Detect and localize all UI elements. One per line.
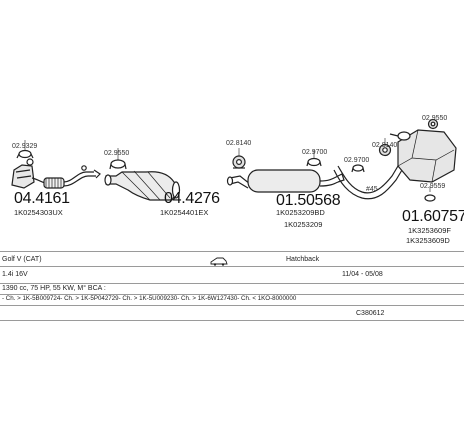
part-ref-4a: 1K3253609F [408,226,451,235]
clamp-label-3a: 02.8140 [226,140,252,147]
rear-pipe-drawing [333,165,403,200]
clamp-2-drawing [109,148,127,170]
rear-silencer-drawing [389,129,457,183]
hanger-note: #45 [366,186,378,193]
clamp-label-4d: 02.9700 [344,157,370,164]
part-ref-2: 1K0254401EX [160,208,209,217]
table-divider-5 [0,305,464,306]
clamp-3-drawing [306,150,322,167]
part-ref-3a: 1K0253209BD [276,208,325,217]
clamp-5-drawing [424,186,436,202]
centre-silencer-drawing [226,169,345,193]
table-divider-1 [0,251,464,252]
part-number-3: 01.50568 [276,192,341,209]
vehicle-years: 11/04 - 05/08 [342,271,383,278]
table-divider-6 [0,320,464,321]
table-divider-4 [0,294,464,295]
car-body-icon [210,254,228,266]
vehicle-engine: 1.4i 16V [2,271,28,278]
rubber-hanger-1-drawing [232,148,246,169]
vehicle-body: Hatchback [286,256,320,263]
catalytic-converter-drawing [104,170,181,201]
clamp-label-3b: 02.9700 [302,149,328,156]
clamp-label-2: 02.9550 [104,150,130,157]
clamp-4-drawing [351,164,365,173]
part-ref-1: 1K0254303UX [14,208,63,217]
vehicle-model: Golf V (CAT) [2,256,42,263]
front-pipe-drawing [11,158,101,189]
part-ref-4b: 1K3253609D [406,236,450,245]
diagram-code: C380612 [356,310,385,317]
vehicle-chassis: - Ch. > 1K-5B009724- Ch. > 1K-5P042729- … [2,295,297,302]
part-number-2: 04.4276 [164,190,220,207]
clamp-label-1: 02.9329 [12,143,38,150]
rubber-hanger-2-drawing [378,138,392,157]
clamp-1-drawing [16,140,34,159]
part-number-4: 01.60757 [402,208,464,225]
part-number-1: 04.4161 [14,190,70,207]
clamp-label-4b: 02.8140 [372,142,398,149]
clamp-label-4c: 02.9559 [420,183,446,190]
vehicle-spec: 1390 cc, 75 HP, 55 KW, M° BCA : [2,285,106,292]
part-ref-3b: 1K0253209 [284,220,323,229]
rubber-hanger-3-drawing [427,118,439,130]
table-divider-3 [0,283,464,284]
clamp-label-4a: 02.9550 [422,115,448,122]
table-divider-2 [0,266,464,267]
